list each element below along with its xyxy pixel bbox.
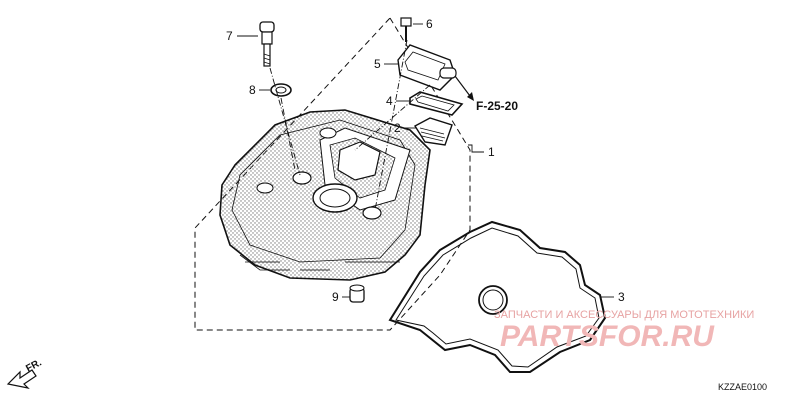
reed-valve-block [414,117,453,146]
watermark-brand: PARTSFOR.RU [500,320,715,353]
callout-6: 6 [426,17,433,31]
watermark-tagline: ЗАПЧАСТИ И АКСЕССУАРЫ ДЛЯ МОТОТЕХНИКИ [494,309,754,321]
dowel-9 [349,284,365,303]
assembly-boundary [194,17,471,331]
callout-1: 1 [488,145,495,159]
washer-8 [270,83,292,97]
callout-5: 5 [374,57,381,71]
diagram-code: KZZAE0100 [718,382,767,392]
callout-9: 9 [332,290,339,304]
breather-plate [397,44,457,91]
reference-label: F-25-20 [476,99,518,113]
breather-gasket [409,91,464,116]
callout-3: 3 [618,290,625,304]
bolt-6 [400,17,412,42]
callout-8: 8 [249,83,256,97]
front-arrow: FR. [6,357,44,389]
callout-7: 7 [226,29,233,43]
front-label: FR. [24,357,44,374]
head-cover-gasket [388,220,607,373]
callout-4: 4 [386,94,393,108]
callout-2: 2 [394,121,401,135]
cylinder-head-cover [219,109,431,281]
bolt-7 [259,21,275,67]
reference-arrow [454,75,474,101]
